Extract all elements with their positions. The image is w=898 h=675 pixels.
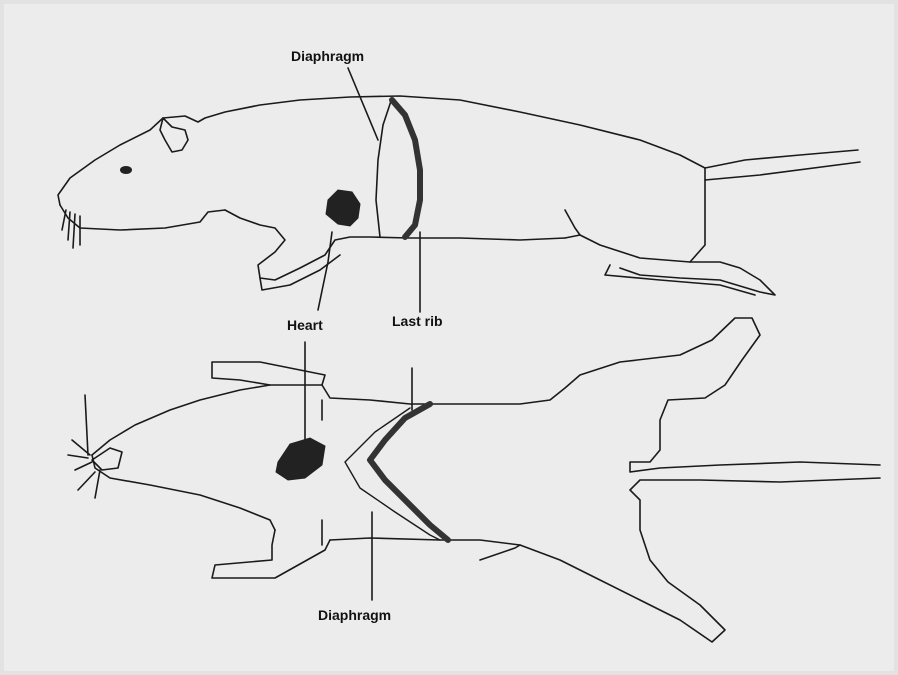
ventral-lower-outline (330, 478, 880, 642)
side-rump (690, 168, 705, 262)
side-diaphragm-leader (348, 68, 378, 140)
ventral-whiskers (68, 395, 100, 498)
ventral-lower-head (92, 455, 275, 530)
side-whiskers (62, 210, 80, 248)
side-knee (565, 210, 580, 235)
side-tail (705, 162, 860, 180)
side-chin-outline (60, 205, 225, 230)
ventral-front-leg-lower (212, 530, 330, 578)
side-heart (326, 190, 360, 226)
side-heart-leader (318, 232, 332, 310)
label-diaphragm-bottom: Diaphragm (318, 607, 391, 623)
side-last-rib (392, 100, 420, 237)
ventral-heart (276, 438, 325, 480)
ventral-hip (480, 545, 520, 560)
side-hind-foot (605, 265, 755, 295)
side-ear (160, 118, 188, 152)
ventral-last-rib (370, 404, 448, 540)
label-diaphragm-top: Diaphragm (291, 48, 364, 64)
rat-ventral-view (68, 318, 880, 642)
side-eye (120, 166, 132, 174)
side-hind-leg (565, 235, 775, 295)
label-heart: Heart (287, 317, 323, 333)
ventral-upper-outline (92, 318, 880, 472)
side-diaphragm-line (376, 98, 392, 237)
rat-side-view (58, 68, 860, 312)
side-belly-outline (225, 210, 565, 280)
label-last-rib: Last rib (392, 313, 443, 329)
ventral-front-leg-upper (212, 362, 325, 385)
